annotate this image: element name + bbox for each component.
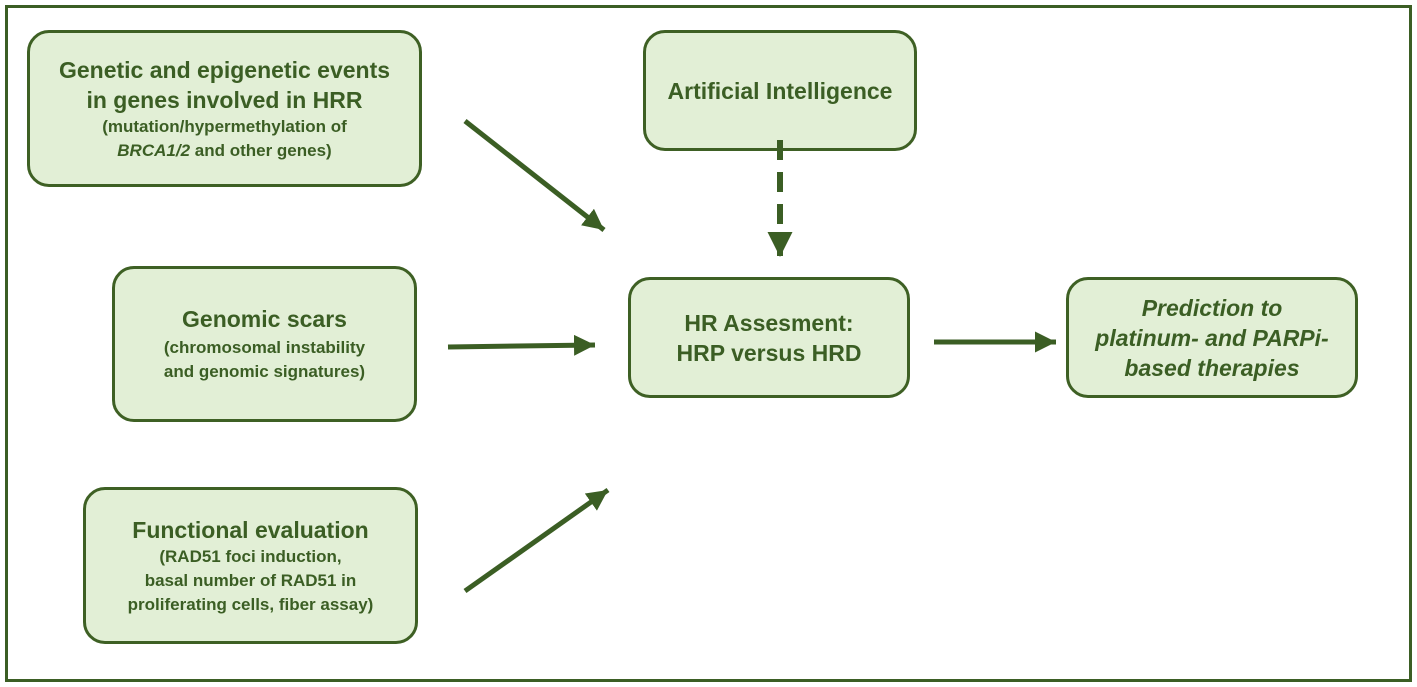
scars-sub-line2: and genomic signatures)	[163, 362, 366, 381]
genetic-sub-line1: (mutation/hypermethylation of	[102, 116, 347, 136]
hr-assessment-box: HR Assesment: HRP versus HRD	[628, 277, 910, 398]
ai-title: Artificial Intelligence	[667, 78, 893, 104]
arrow-functional-to-hr	[463, 487, 610, 594]
arrow-scars-to-hr	[447, 334, 596, 356]
functional-sub-line2: basal number of RAD51 in	[144, 570, 357, 590]
genetic-title-line2: in genes involved in HRR	[86, 86, 363, 113]
genetic-title-line1: Genetic and epigenetic events	[58, 56, 391, 83]
hr-line2: HRP versus HRD	[676, 339, 862, 366]
functional-title: Functional evaluation	[132, 516, 369, 543]
prediction-line2: platinum- and PARPi-	[1095, 324, 1329, 351]
scars-sub-line1: (chromosomal instability	[163, 338, 366, 357]
prediction-box: Prediction to platinum- and PARPi- based…	[1066, 277, 1358, 398]
genetic-events-box: Genetic and epigenetic events in genes i…	[27, 30, 422, 187]
scars-title: Genomic scars	[182, 306, 347, 332]
prediction-line3: based therapies	[1124, 354, 1300, 381]
functional-sub-line1: (RAD51 foci induction,	[159, 546, 342, 566]
artificial-intelligence-box: Artificial Intelligence	[643, 30, 917, 151]
prediction-line1: Prediction to	[1141, 294, 1283, 321]
genetic-sub-line2-rest: and other genes)	[190, 140, 332, 160]
genetic-sub-line2: BRCA1/2 and other genes)	[117, 139, 331, 163]
arrow-genetic-to-hr	[463, 119, 606, 232]
genomic-scars-box: Genomic scars (chromosomal instability a…	[112, 266, 417, 422]
functional-sub-line3: proliferating cells, fiber assay)	[127, 594, 374, 614]
functional-evaluation-box: Functional evaluation (RAD51 foci induct…	[83, 487, 418, 644]
brca-gene-label: BRCA1/2	[117, 140, 191, 160]
hr-line1: HR Assesment:	[684, 309, 854, 336]
